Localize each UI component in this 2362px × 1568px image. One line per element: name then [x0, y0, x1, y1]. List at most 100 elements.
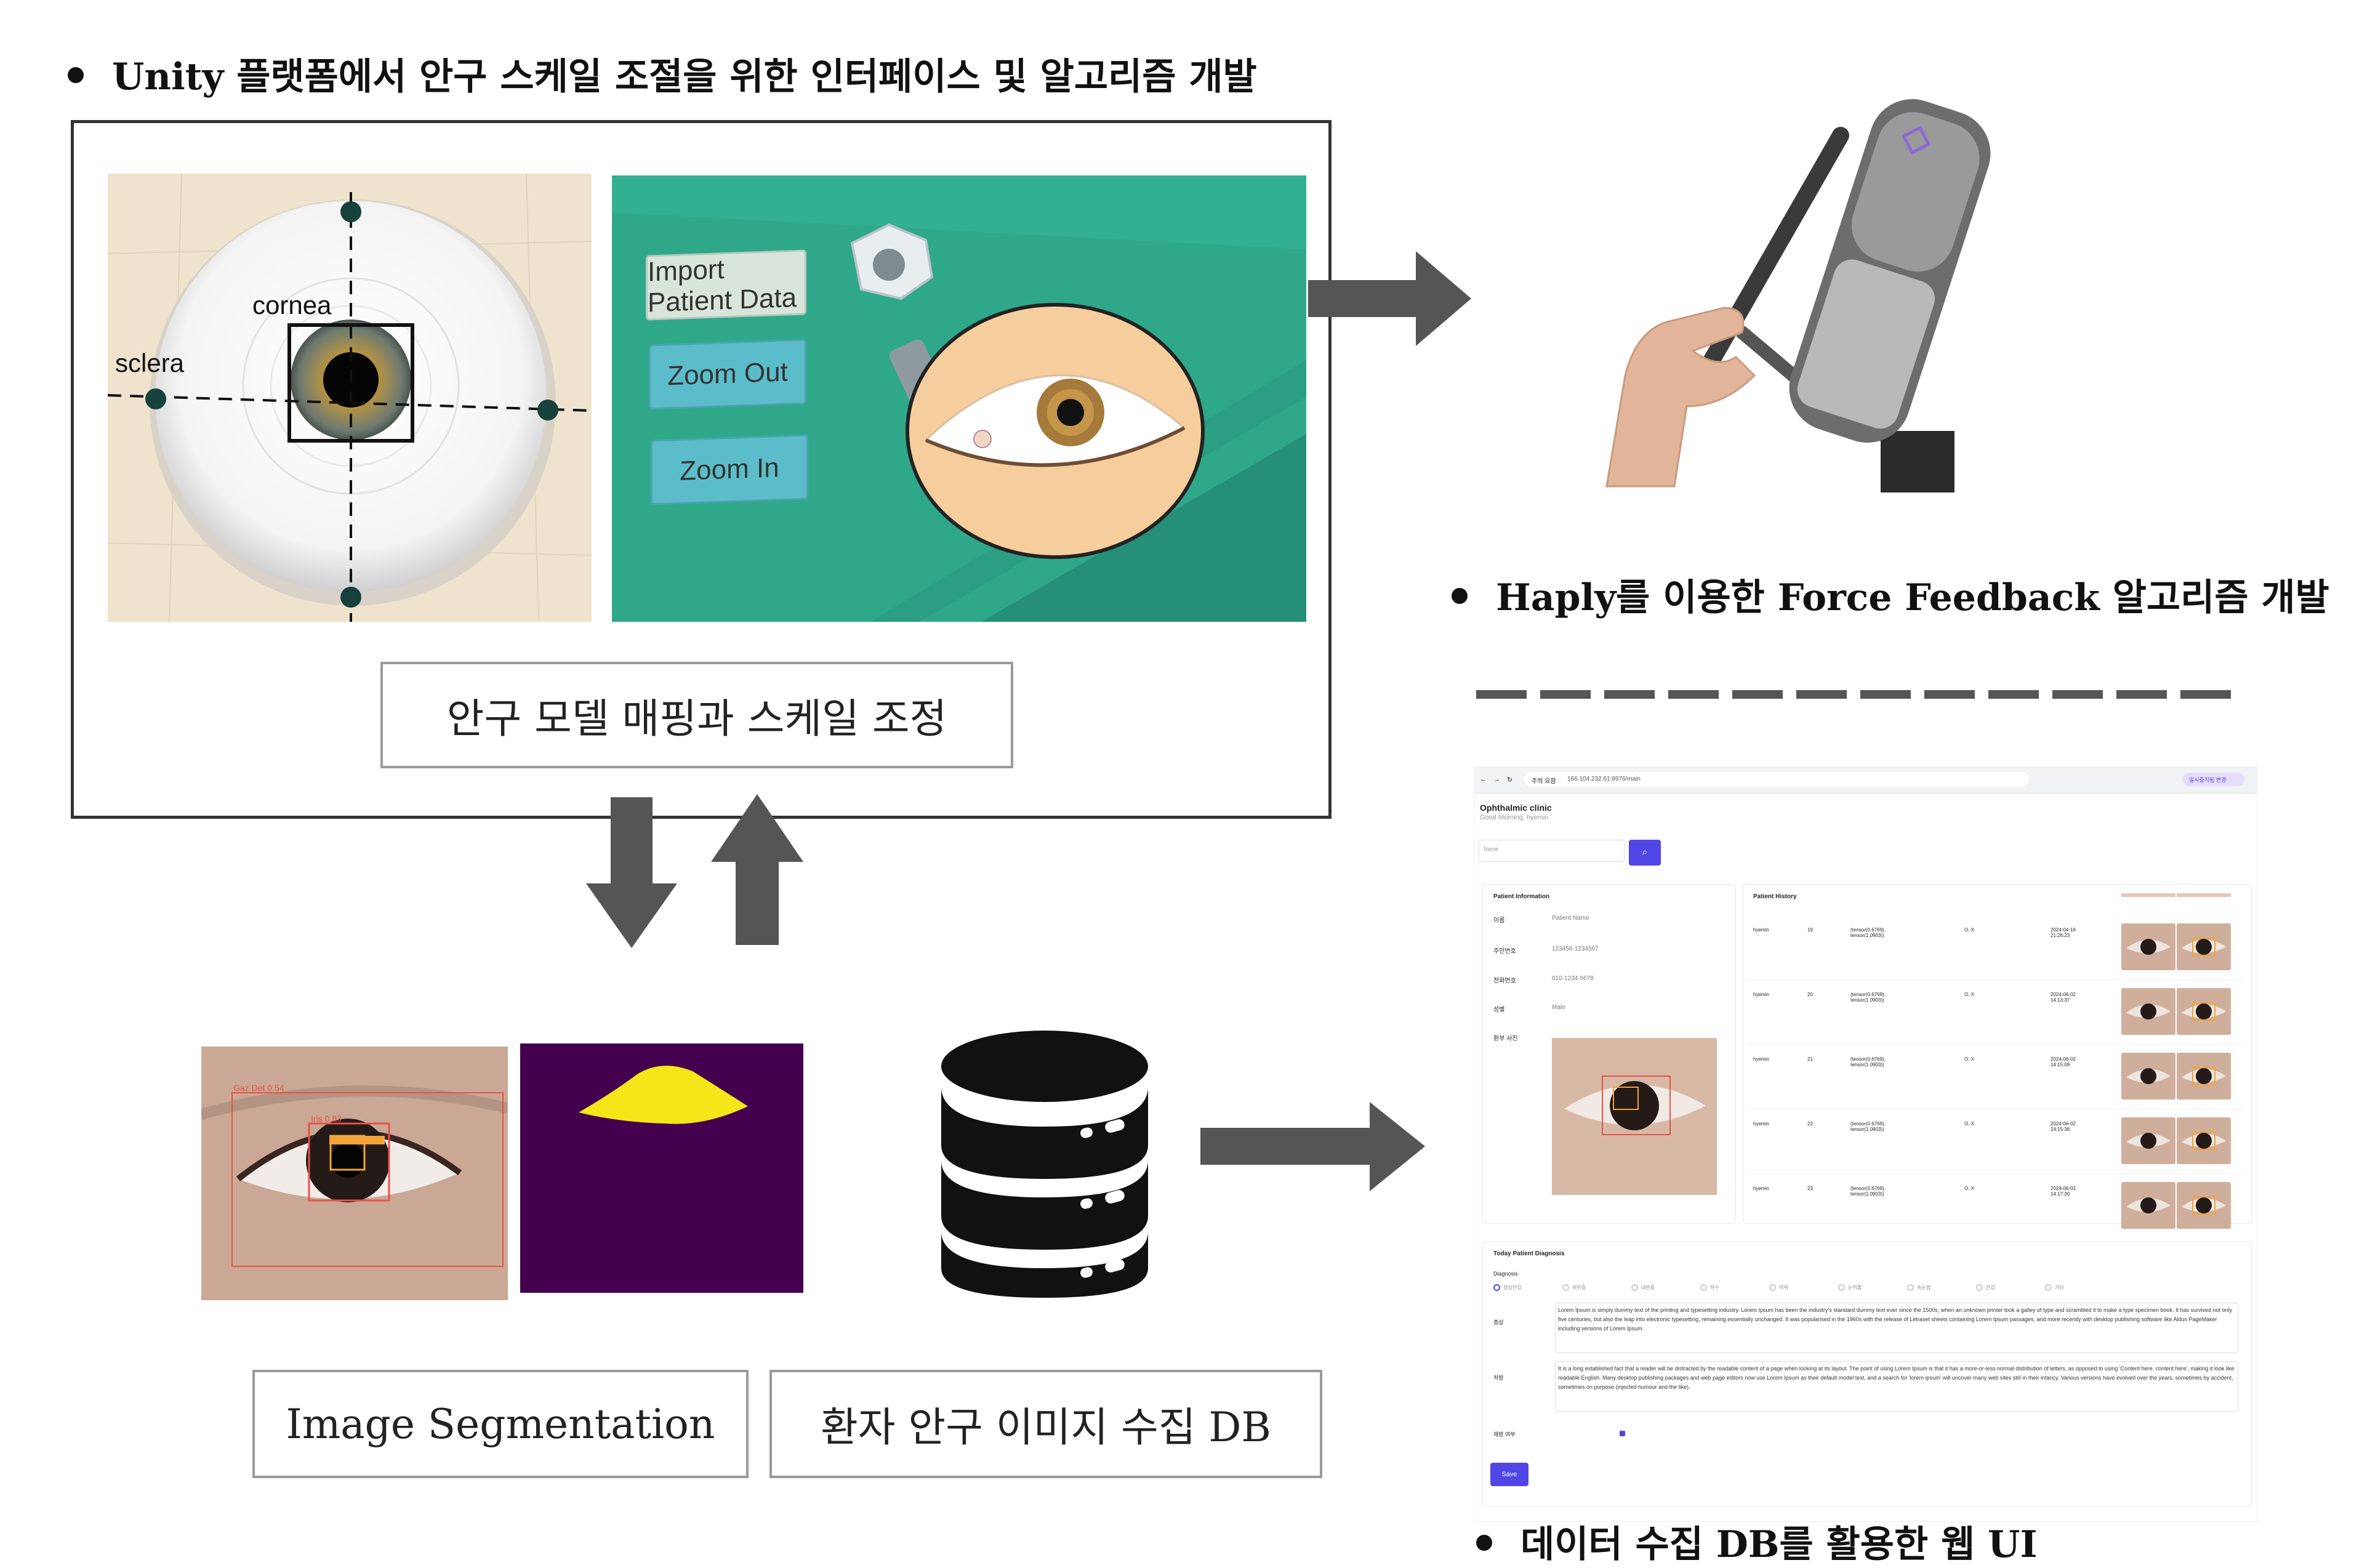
history-thumb-header [2177, 893, 2231, 897]
heading-webui-text: 데이터 수집 DB를 활용한 웹 UI [1520, 1523, 2038, 1566]
back-icon[interactable]: ← [1480, 776, 1487, 783]
history-cell-name: hyemin [1753, 927, 1769, 933]
search-input[interactable] [1479, 840, 1625, 862]
caption-segmentation: Image Segmentation [252, 1370, 749, 1478]
field-label-name: 이름 [1493, 917, 1505, 924]
history-row-divider [1749, 1044, 2244, 1045]
bullet-icon [1476, 1534, 1492, 1551]
history-eye-thumbnail[interactable] [2121, 1117, 2175, 1164]
arrow-up [711, 794, 803, 945]
history-eye-thumbnail[interactable] [2177, 1053, 2231, 1100]
web-ui-screenshot: ← → ↻ 주의 요함 166.104.232.61:8976/main 일시중… [1474, 766, 2257, 1522]
field-value-sex: Male [1552, 1004, 1565, 1011]
history-cell-tensor: (tensor(0.6769), tensor(1.0903)) [1850, 1186, 1886, 1197]
segmentation-mask [520, 1043, 803, 1293]
prescription-textarea[interactable]: It is a long established fact that a rea… [1555, 1361, 2238, 1412]
history-cell-date: 2024-06-02 14:15:38 [2051, 1121, 2076, 1132]
heading-unity: Unity 플랫폼에서 안구 스케일 조절을 위한 인터페이스 및 알고리즘 개… [68, 47, 1257, 100]
field-value-name: Patient Name [1552, 915, 1589, 922]
diagnosis-option-label: 하수 [1710, 1285, 1719, 1290]
history-cell-tensor: (tensor(0.6769), tensor(1.0903)) [1850, 1121, 1886, 1132]
history-cell-eye: O, X [1964, 1186, 1975, 1191]
profile-button[interactable] [2183, 773, 2244, 786]
diagnosis-sub: Diagnosis [1493, 1271, 1518, 1277]
heading-haply-text: Haply를 이용한 Force Feedback 알고리즘 개발 [1496, 576, 2329, 619]
history-eye-thumbnail[interactable] [2121, 1182, 2175, 1229]
search-placeholder: Name [1484, 846, 1499, 852]
reload-icon[interactable]: ↻ [1507, 776, 1513, 784]
heading-haply: Haply를 이용한 Force Feedback 알고리즘 개발 [1452, 568, 2329, 621]
history-eye-thumbnail[interactable] [2177, 923, 2231, 970]
symptom-label: 증상 [1493, 1319, 1504, 1325]
prescription-label: 처방 [1493, 1375, 1504, 1381]
field-label-sex: 성별 [1493, 1007, 1505, 1013]
eye-model-svg: cornea sclera [108, 174, 592, 622]
history-cell-tensor: (tensor(0.6769), tensor(1.0903)) [1850, 927, 1886, 938]
diagnosis-option-label: 역위 [1779, 1285, 1788, 1290]
caption-segmentation-text: Image Segmentation [286, 1400, 715, 1448]
diagnosis-radio[interactable] [1631, 1284, 1638, 1291]
diagnosis-option-label: 안검 [1986, 1285, 1995, 1290]
unity-scene-panel: Import Patient Data Zoom Out Zoom In [612, 175, 1306, 622]
history-cell-tensor: (tensor(0.6769), tensor(1.0903)) [1850, 992, 1886, 1003]
patient-eye-photo [1552, 1038, 1717, 1195]
history-cell-date: 2024-06-02 14:13:37 [2051, 992, 2076, 1003]
history-cell-eye: O, X [1964, 1121, 1975, 1127]
forward-icon[interactable]: → [1493, 776, 1500, 783]
history-cell-age: 22 [1807, 1121, 1813, 1127]
history-eye-thumbnail[interactable] [2177, 988, 2231, 1035]
history-eye-thumbnail[interactable] [2121, 923, 2175, 970]
history-row-divider [1749, 979, 2244, 980]
diagnosis-radio[interactable] [1769, 1284, 1776, 1291]
history-cell-age: 19 [1807, 927, 1813, 933]
cornea-label: cornea [252, 291, 332, 320]
history-cell-eye: O, X [1964, 1056, 1975, 1062]
history-cell-name: hyemin [1753, 992, 1769, 997]
history-eye-thumbnail[interactable] [2177, 1117, 2231, 1164]
detection-label-iris: Iris 0.83 [311, 1114, 342, 1124]
diagnosis-option-label: 기타 [2055, 1285, 2064, 1290]
secure-label: 주의 요함 [1532, 778, 1556, 785]
search-button[interactable]: ⌕ [1629, 840, 1661, 866]
save-button[interactable]: Save [1490, 1463, 1528, 1486]
diagnosis-option-label: 내반증 [1641, 1285, 1655, 1290]
history-eye-thumbnail[interactable] [2177, 1182, 2231, 1229]
diagnosis-radio[interactable] [1976, 1284, 1983, 1291]
history-cell-date: 2024-06-02 14:17:30 [2051, 1186, 2076, 1197]
revisit-checkbox[interactable] [1620, 1431, 1625, 1436]
sclera-label: sclera [115, 348, 185, 377]
history-cell-name: hyemin [1753, 1186, 1769, 1191]
history-cell-eye: O, X [1964, 992, 1975, 997]
patient-info-title: Patient Information [1493, 893, 1550, 900]
patient-history-title: Patient History [1753, 893, 1797, 900]
diagnosis-radio[interactable] [1907, 1284, 1914, 1291]
anchor-point [145, 388, 166, 409]
haply-device-image [1601, 86, 2031, 493]
history-cell-age: 23 [1807, 1186, 1813, 1191]
arrow-right-haply [1308, 251, 1471, 346]
bullet-icon [68, 66, 84, 83]
diagnosis-radio[interactable] [2045, 1284, 2052, 1291]
segmentation-mask-svg [579, 1066, 748, 1124]
greeting: Good Morning, hyemin [1480, 814, 1549, 821]
revisit-label: 재방 여부 [1493, 1431, 1516, 1437]
address-bar[interactable] [1524, 772, 2029, 787]
caption-mapping: 안구 모델 매핑과 스케일 조정 [380, 662, 1013, 768]
history-eye-thumbnail[interactable] [2121, 1053, 2175, 1100]
history-cell-date: 2024-06-02 14:15:08 [2051, 1056, 2076, 1067]
diagnosis-option-label: 외반증 [1572, 1285, 1586, 1290]
diagnosis-radio[interactable] [1562, 1284, 1569, 1291]
anchor-point [340, 201, 361, 222]
arrow-down [586, 797, 677, 948]
diagnosis-radio[interactable] [1838, 1284, 1845, 1291]
history-eye-thumbnail[interactable] [2121, 988, 2175, 1035]
diagnosis-radio[interactable] [1493, 1284, 1500, 1291]
diagnosis-radio[interactable] [1700, 1284, 1707, 1291]
field-value-phone: 010-1234-5678 [1552, 975, 1594, 982]
field-label-photo: 환부 사진 [1493, 1035, 1518, 1042]
caption-db: 환자 안구 이미지 수집 DB [769, 1370, 1322, 1478]
symptom-textarea[interactable]: Lorem Ipsum is simply dummy text of the … [1555, 1303, 2238, 1353]
heading-unity-text: Unity 플랫폼에서 안구 스케일 조절을 위한 인터페이스 및 알고리즘 개… [112, 55, 1257, 99]
field-label-phone: 전화번호 [1493, 978, 1516, 984]
